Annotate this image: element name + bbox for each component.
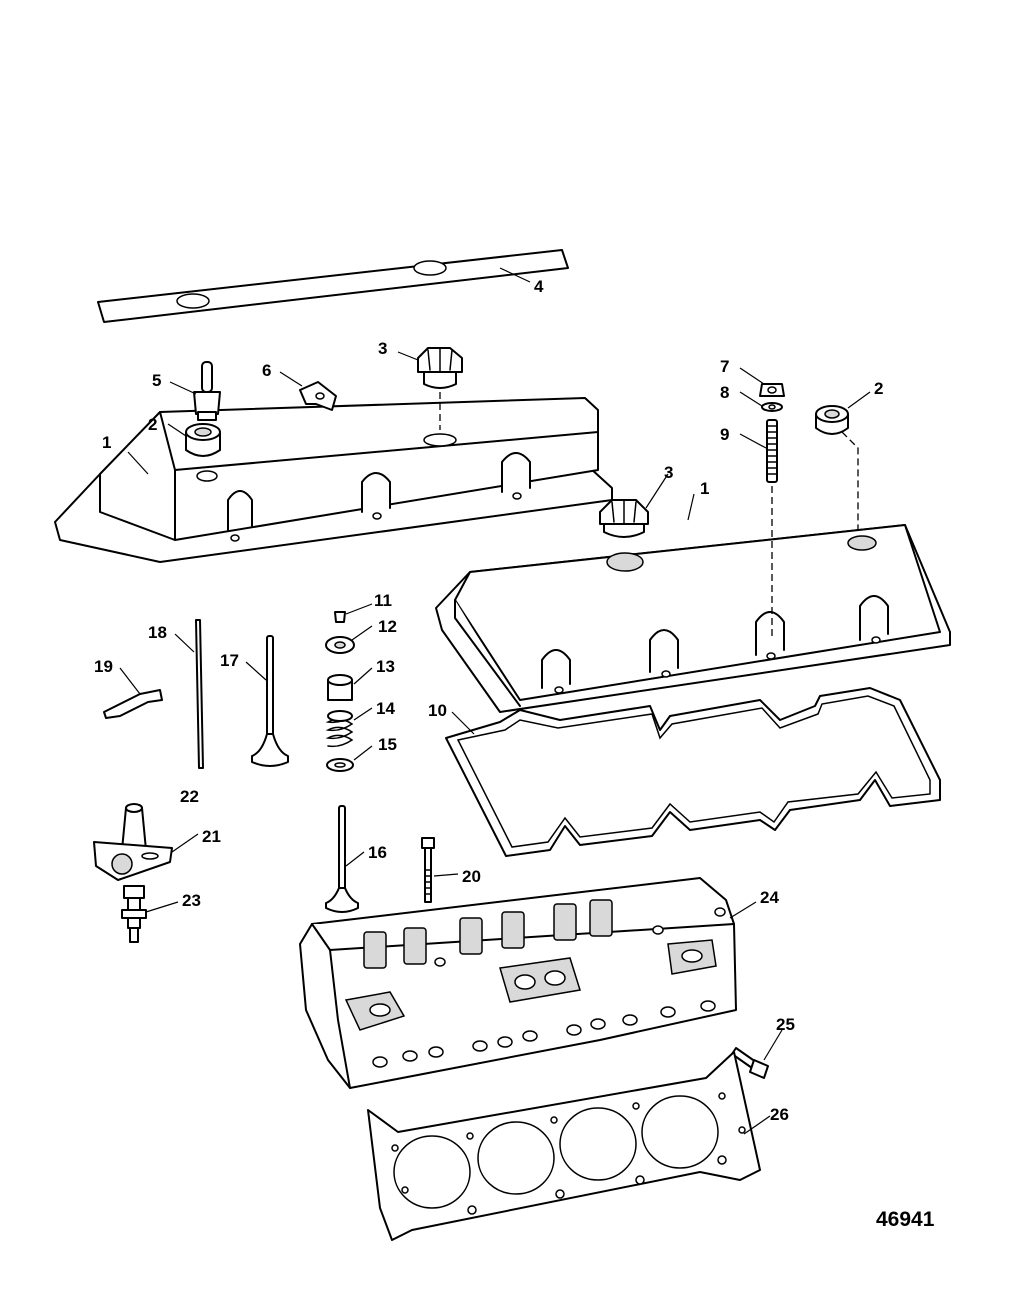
valve-cover-left-part-1	[54, 397, 613, 563]
callout-8: 8	[720, 383, 729, 402]
valve-keeper-part-11	[334, 611, 346, 623]
cylinder-head-part-24	[299, 877, 737, 1089]
pushrod-guide-plate-part-19	[103, 689, 163, 719]
bolt-part-20	[421, 837, 435, 903]
shim-washer-part-15	[326, 758, 354, 772]
spring-retainer-part-12	[325, 636, 355, 654]
callout-9: 9	[720, 425, 729, 444]
figure-number: 46941	[876, 1208, 935, 1231]
oil-cap-left-part-3	[417, 347, 463, 389]
valve-seal-part-13	[327, 674, 353, 701]
head-bolt-part-25	[731, 1047, 769, 1079]
valve-cover-gasket-part-10	[445, 687, 941, 857]
valve-spring-part-14	[325, 710, 354, 748]
valve-part-16	[325, 805, 359, 913]
callout-21: 21	[202, 827, 221, 846]
callout-25: 25	[776, 1015, 795, 1034]
pushrod-part-18	[195, 619, 204, 769]
callout-3-right: 3	[664, 463, 673, 482]
oil-cap-right-part-3	[599, 499, 649, 538]
callout-23: 23	[182, 891, 201, 910]
callout-3-left: 3	[378, 339, 387, 358]
callout-10: 10	[428, 701, 447, 720]
head-gasket-part-26	[367, 1051, 761, 1241]
callout-4: 4	[534, 277, 544, 296]
nut-part-7	[759, 383, 785, 397]
callout-20: 20	[462, 867, 481, 886]
gasket-strip-part-4	[97, 249, 569, 323]
callout-6: 6	[262, 361, 271, 380]
grommet-right-part-2	[815, 405, 849, 435]
callout-1-right: 1	[700, 479, 709, 498]
callout-5: 5	[152, 371, 161, 390]
rocker-stud-part-23	[121, 885, 147, 943]
stud-part-9	[766, 419, 778, 483]
callout-19: 19	[94, 657, 113, 676]
callout-7: 7	[720, 357, 729, 376]
callout-12: 12	[378, 617, 397, 636]
callout-22: 22	[180, 787, 199, 806]
valve-cover-right-part-1	[435, 524, 951, 713]
callout-labels: 4 1 2 5 6 3 3 1 7 8 9 2 10 11 12 13 14 1…	[94, 277, 883, 1124]
callout-16: 16	[368, 843, 387, 862]
callout-17: 17	[220, 651, 239, 670]
washer-part-8	[761, 402, 783, 412]
callout-24: 24	[760, 888, 779, 907]
callout-13: 13	[376, 657, 395, 676]
grommet-left-part-2	[185, 423, 221, 457]
rocker-arm-part-21	[93, 841, 173, 881]
rocker-nut-part-22	[121, 803, 147, 851]
callout-15: 15	[378, 735, 397, 754]
callout-26: 26	[770, 1105, 789, 1124]
callout-11: 11	[374, 591, 392, 610]
callout-1-left: 1	[102, 433, 111, 452]
callout-14: 14	[376, 699, 395, 718]
clip-part-6	[299, 381, 337, 411]
valve-part-17	[251, 635, 289, 767]
callout-2-right: 2	[874, 379, 883, 398]
pcv-valve-part-5	[193, 361, 221, 421]
leader-lines	[119, 267, 871, 1135]
installed-valve-springs	[363, 899, 613, 969]
callout-18: 18	[148, 623, 167, 642]
callout-2-left: 2	[148, 415, 157, 434]
